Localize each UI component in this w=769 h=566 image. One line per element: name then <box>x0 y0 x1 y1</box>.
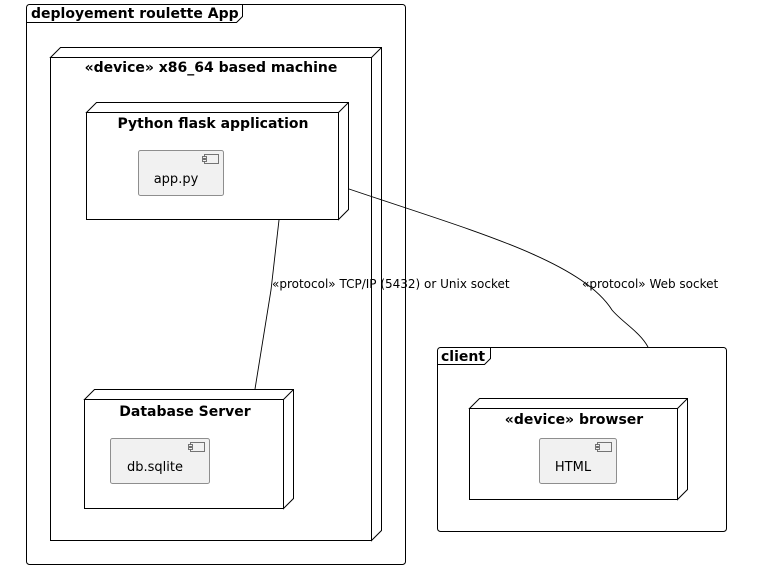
frame-client-label: client <box>441 349 485 365</box>
node-browser: «device» browser <box>468 398 688 501</box>
component-icon <box>202 154 219 164</box>
frame-roulette-app-label: deployement roulette App <box>31 6 239 22</box>
frame-roulette-app: deployement roulette App <box>26 4 406 565</box>
edge-flask-to-browser-label: «protocol» Web socket <box>582 277 719 291</box>
component-icon <box>188 442 205 452</box>
node-browser-label: «device» browser <box>505 412 644 428</box>
edge-flask-to-browser: «protocol» Web socket <box>348 188 719 348</box>
component-html-label: HTML <box>555 460 592 475</box>
component-app-py-label: app.py <box>154 172 199 187</box>
node-machine-label: «device» x86_64 based machine <box>85 60 338 76</box>
node-flask-label: Python flask application <box>117 116 308 132</box>
component-db-sqlite-label: db.sqlite <box>127 460 183 475</box>
edge-flask-to-database-label: «protocol» TCP/IP (5432) or Unix socket <box>272 277 510 291</box>
component-app-py: app.py <box>138 150 224 196</box>
edge-flask-to-database: «protocol» TCP/IP (5432) or Unix socket <box>254 219 510 390</box>
component-html: HTML <box>539 438 617 484</box>
node-database-label: Database Server <box>119 404 250 420</box>
component-db-sqlite: db.sqlite <box>110 438 210 484</box>
component-icon <box>595 442 612 452</box>
frame-client: client <box>437 347 727 532</box>
